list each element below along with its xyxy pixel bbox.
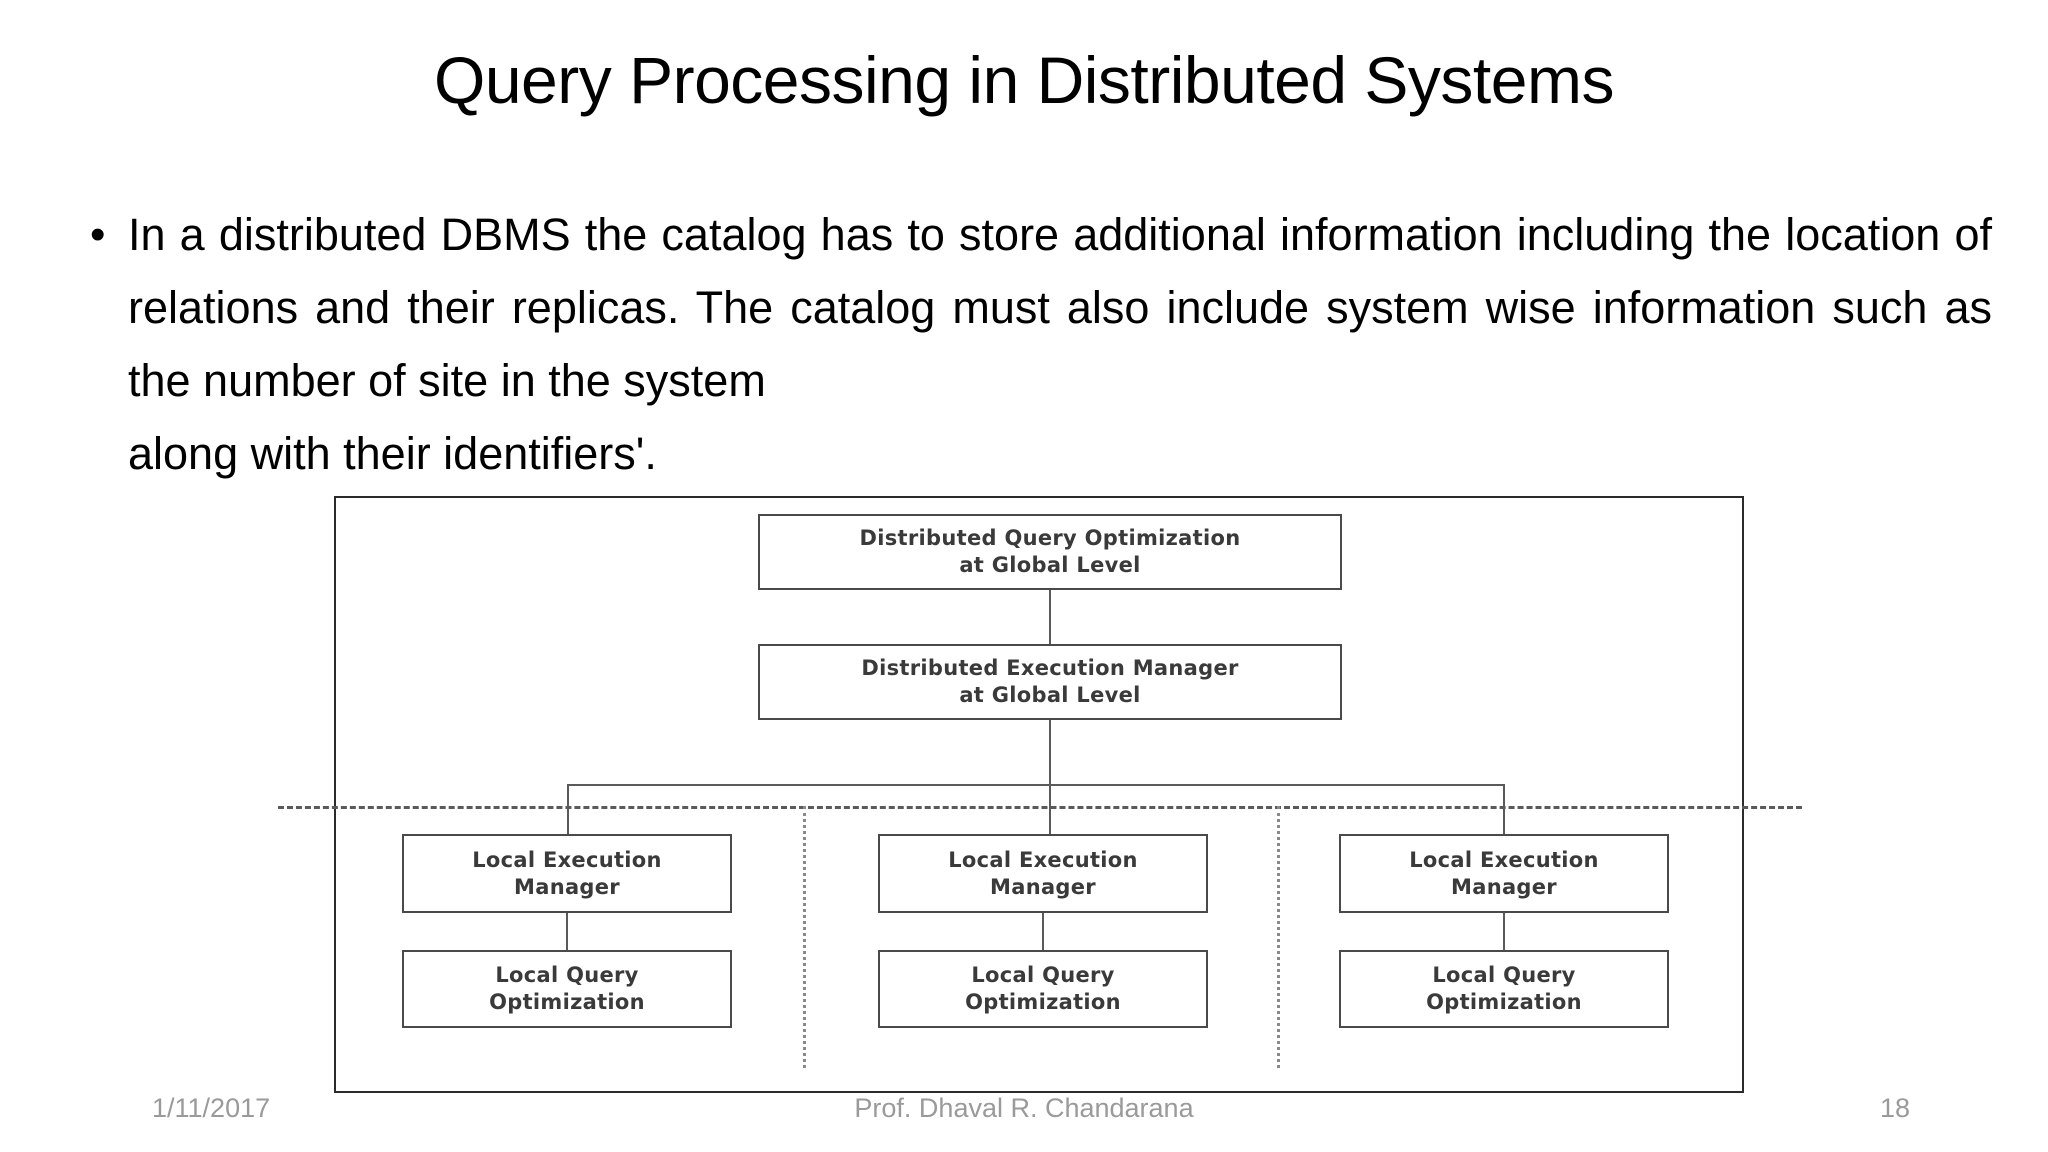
site-separator-2 (1277, 806, 1280, 1068)
node-local-execution-manager-site-2: Local Execution Manager (878, 834, 1208, 913)
page-title: Query Processing in Distributed Systems (434, 43, 1614, 117)
node-local-execution-manager-site-3: Local Execution Manager (1339, 834, 1669, 913)
connector-lem-to-lqo-site-1 (566, 913, 568, 950)
node-label: Distributed Query Optimization at Global… (859, 526, 1241, 577)
connector-lem-to-lqo-site-2 (1042, 913, 1044, 950)
node-label: Local Query Optimization (489, 963, 645, 1014)
connector-bus-drop-right (1503, 784, 1505, 834)
node-local-query-optimization-site-2: Local Query Optimization (878, 950, 1208, 1028)
node-local-query-optimization-site-1: Local Query Optimization (402, 950, 732, 1028)
bullet-item: • In a distributed DBMS the catalog has … (72, 198, 1992, 490)
diagram-canvas: Distributed Query Optimization at Global… (278, 498, 1802, 1091)
footer-page-number: 18 (1880, 1093, 1911, 1123)
connector-bus-drop-left (567, 784, 569, 834)
bullet-point-icon: • (90, 210, 106, 259)
node-label: Local Execution Manager (1409, 847, 1599, 899)
connector-execution-to-bus (1049, 720, 1051, 834)
node-label: Local Query Optimization (1426, 963, 1582, 1014)
node-distributed-query-optimization: Distributed Query Optimization at Global… (758, 514, 1342, 590)
body-content: • In a distributed DBMS the catalog has … (72, 198, 1992, 490)
connector-horizontal-bus (567, 784, 1505, 786)
site-separator-1 (803, 806, 806, 1068)
bullet-text-last-line: along with their identifiers'. (128, 428, 657, 479)
node-label: Local Execution Manager (948, 847, 1138, 899)
footer-author: Prof. Dhaval R. Chandarana (854, 1093, 1194, 1123)
bullet-text-main: In a distributed DBMS the catalog has to… (128, 209, 1992, 406)
footer-date: 1/11/2017 (152, 1093, 271, 1123)
bullet-text: In a distributed DBMS the catalog has to… (128, 198, 1992, 490)
architecture-diagram: Distributed Query Optimization at Global… (278, 496, 1802, 1093)
node-label: Local Execution Manager (472, 847, 662, 899)
site-boundary-dashed-line (278, 806, 1802, 809)
node-label: Local Query Optimization (965, 963, 1121, 1014)
connector-lem-to-lqo-site-3 (1503, 913, 1505, 950)
node-label: Distributed Execution Manager at Global … (861, 656, 1239, 707)
connector-top-to-execution (1049, 590, 1051, 644)
node-local-query-optimization-site-3: Local Query Optimization (1339, 950, 1669, 1028)
node-distributed-execution-manager: Distributed Execution Manager at Global … (758, 644, 1342, 720)
node-local-execution-manager-site-1: Local Execution Manager (402, 834, 732, 913)
